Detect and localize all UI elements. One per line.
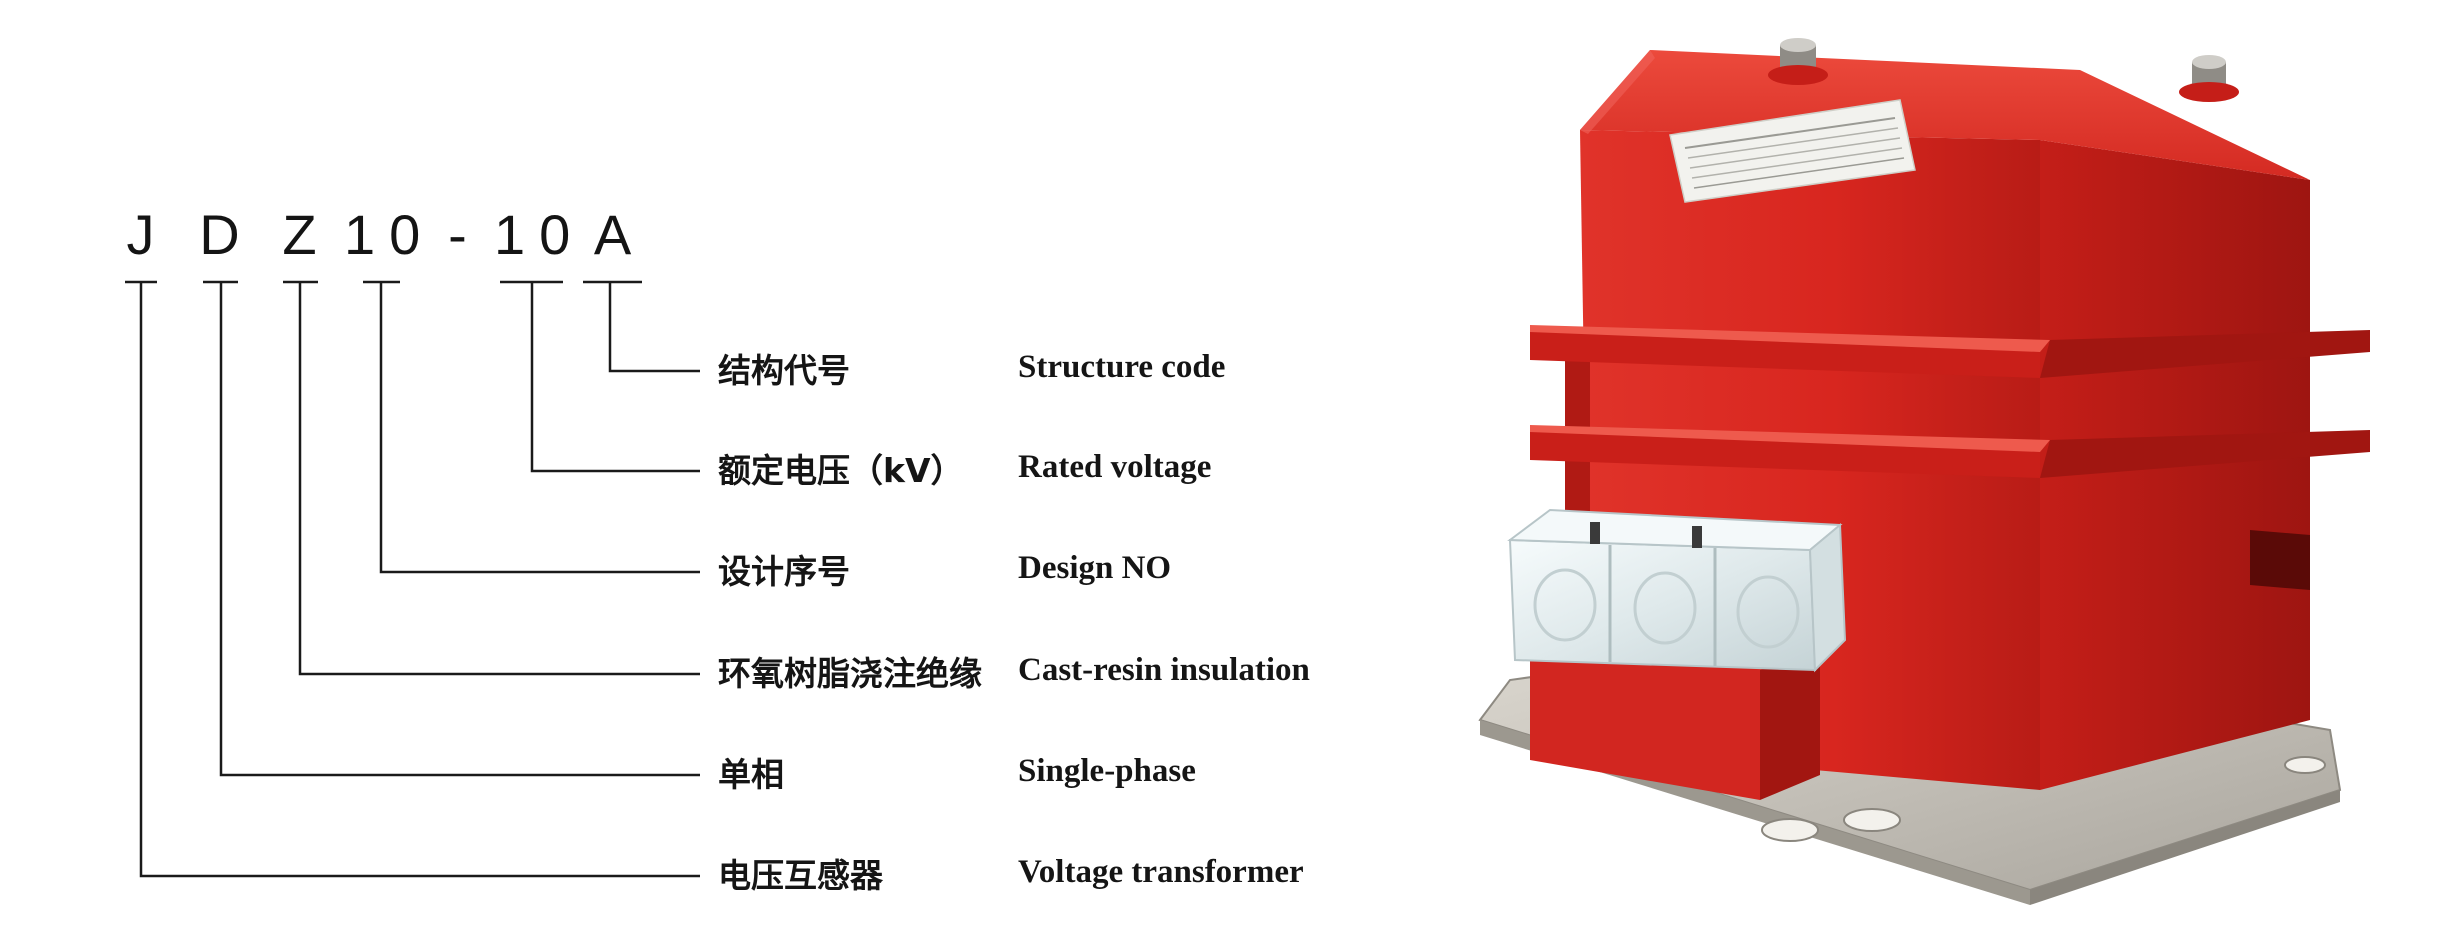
label-en-rated-voltage: Rated voltage [1018,449,1212,485]
label-cn-voltage-transformer: 电压互感器 [718,856,883,895]
voltage-transformer-photo [1478,38,2370,905]
code-part-voltage: 10 [494,203,585,266]
nameplate-label [1669,99,1916,203]
leader-structure-code [608,282,700,373]
code-part-j: J [126,203,156,266]
code-part-z: Z [282,203,318,266]
label-cn-design-no: 设计序号 [718,552,850,591]
label-en-voltage-transformer: Voltage transformer [1018,854,1304,890]
label-en-structure-code: Structure code [1018,349,1226,385]
terminal-cover [1507,508,1847,673]
code-part-a: A [593,203,633,266]
code-part-dash: - [448,203,468,266]
label-en-design-no: Design NO [1018,550,1172,586]
label-cn-cast-resin: 环氧树脂浇注绝缘 [718,654,982,693]
top-terminal-right [2179,55,2239,102]
label-cn-rated-voltage: 额定电压（kV） [718,451,964,490]
code-part-series: 10 [344,203,435,266]
label-cn-structure-code: 结构代号 [718,351,850,390]
leader-cast-resin [298,282,700,676]
leader-design-no [379,282,700,574]
label-en-single-phase: Single-phase [1018,753,1196,789]
transformer-body [1530,38,2370,800]
code-part-d: D [199,203,241,266]
label-en-cast-resin: Cast-resin insulation [1018,652,1310,688]
top-terminal-left [1768,38,1828,85]
label-cn-single-phase: 单相 [718,755,784,794]
leader-rated-voltage [530,282,700,473]
leader-single-phase [219,282,700,777]
leader-voltage-transformer [139,282,700,878]
